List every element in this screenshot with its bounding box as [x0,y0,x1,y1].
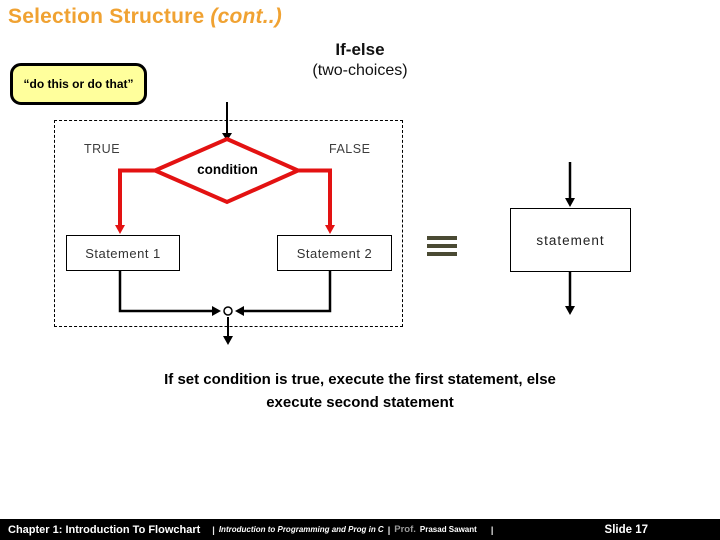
condition-label: condition [197,162,258,177]
callout-text: “do this or do that” [23,77,134,91]
caption-line2: execute second statement [266,394,454,411]
right-statement-label: statement [536,232,605,248]
statement1-box: Statement 1 [66,235,180,271]
page-title-suffix: (cont..) [210,5,282,28]
footer-separator: | [387,524,391,535]
true-label: TRUE [84,142,121,156]
page-title-main: Selection Structure [8,5,211,28]
statement2-box: Statement 2 [277,235,392,271]
footer-separator: | [212,524,215,535]
equivalence-bar [427,244,457,248]
equivalence-bar [427,252,457,256]
footer-bar: Chapter 1: Introduction To Flowchart | I… [0,519,720,540]
subtitle-two-choices: (two-choices) [312,62,408,79]
equivalence-bar [427,236,457,240]
equivalence-icon [427,236,457,256]
footer-prof-prefix: Prof. [394,524,416,535]
footer-slide-number: Slide 17 [604,523,648,536]
false-label: FALSE [329,142,371,156]
statement2-label: Statement 2 [296,245,373,261]
footer-prof-name: Prasad Sawant [419,525,477,534]
footer-separator: | [490,524,494,535]
footer-course-title: Introduction to Programming and Prog in … [218,525,384,534]
right-statement-box: statement [510,208,631,272]
caption-line1: If set condition is true, execute the fi… [164,371,556,388]
subtitle: If-else (two-choices) [250,40,470,80]
right-exit-arrowhead [565,306,575,315]
footer-chapter-title: Chapter 1: Introduction To Flowchart [8,523,201,536]
subtitle-if-else: If-else [335,40,385,59]
exit-arrowhead [223,336,233,345]
caption: If set condition is true, execute the fi… [80,368,640,414]
statement1-label: Statement 1 [85,245,161,261]
page-title: Selection Structure (cont..) [8,5,282,29]
callout-do-this-or-that: “do this or do that” [10,63,147,105]
right-entry-arrowhead [565,198,575,207]
